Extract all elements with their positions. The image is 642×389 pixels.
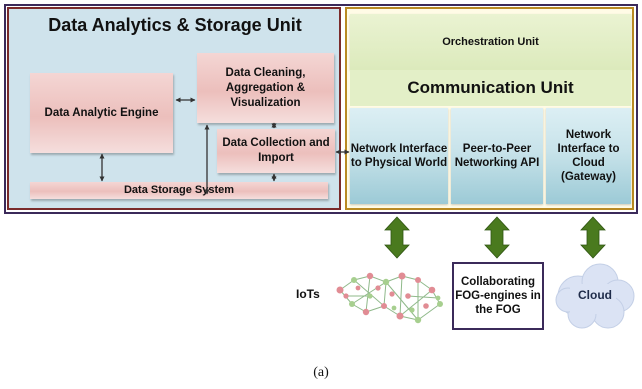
network-interface-physical-box: Network Interface to Physical World bbox=[350, 108, 448, 204]
data-cleaning-box: Data Cleaning, Aggregation & Visualizati… bbox=[197, 53, 334, 123]
analytics-unit-title: Data Analytics & Storage Unit bbox=[48, 14, 302, 35]
fog-link-arrow bbox=[484, 216, 510, 259]
communication-unit-title: Communication Unit bbox=[350, 70, 631, 106]
cloud-link-arrow bbox=[580, 216, 606, 259]
figure-caption: (a) bbox=[313, 365, 329, 380]
iot-link-arrow bbox=[384, 216, 410, 259]
orchestration-unit-box: Orchestration Unit bbox=[350, 14, 631, 70]
data-collection-box: Data Collection and Import bbox=[217, 129, 335, 173]
cloud-label: Cloud bbox=[578, 288, 612, 302]
collaborating-fog-engines-box: Collaborating FOG-engines in the FOG bbox=[452, 262, 544, 330]
p2p-networking-api-box: Peer-to-Peer Networking API bbox=[451, 108, 543, 204]
network-interface-cloud-box: Network Interface to Cloud (Gateway) bbox=[546, 108, 631, 204]
data-analytic-engine-box: Data Analytic Engine bbox=[30, 73, 173, 153]
iots-label: IoTs bbox=[296, 287, 320, 301]
